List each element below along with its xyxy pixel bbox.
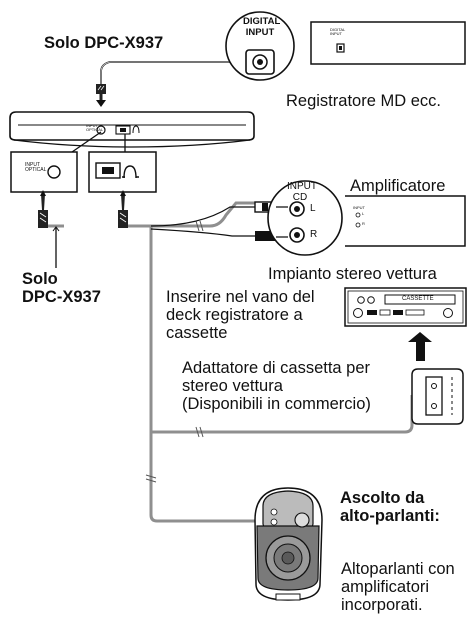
speaker-desc-line-1: Altoparlanti con: [341, 560, 455, 578]
insert-arrow: [408, 332, 432, 361]
adapter-line-3: (Disponibili in commercio): [182, 395, 371, 414]
plug-arrow-right: [120, 190, 126, 196]
cd-input-callout: [267, 180, 343, 256]
speaker-device: [254, 487, 323, 601]
speaker-desc-line-3: incorporati.: [341, 595, 423, 614]
channel-left-label: L: [310, 203, 316, 214]
player-jack-text: INPUT OPTICAL: [86, 124, 103, 132]
left-plug-cable: [48, 224, 64, 268]
adapter-line-2: stereo vettura: [182, 377, 283, 396]
speaker-description: Altoparlanti con amplificatori incorpora…: [341, 560, 455, 614]
md-panel-text: DIGITAL INPUT: [330, 27, 346, 37]
car-stereo-label: Impianto stereo vettura: [268, 265, 437, 283]
side-label-line-1: Solo: [22, 270, 58, 288]
cassette-slot-label: CASSETTE: [402, 296, 434, 302]
jack-detail-boxes: [10, 151, 157, 193]
mini-plugs: [38, 194, 128, 228]
speaker-title-line-1: Ascolto da: [340, 489, 425, 507]
digital-input-line-1: DIGITAL: [243, 16, 281, 27]
amplifier-device: [345, 195, 466, 247]
cd-input-line-1: INPUT: [287, 181, 317, 192]
header-model-label: Solo DPC-X937: [44, 34, 164, 52]
optical-box-line-1: INPUT: [25, 162, 40, 168]
optical-box-line-2: OPTICAL: [25, 167, 47, 173]
adapter-line-1: Adattatore di cassetta per: [182, 359, 371, 377]
speaker-title: Ascolto da alto-parlanti:: [340, 489, 440, 526]
md-panel-line-1: DIGITAL: [330, 27, 346, 32]
md-panel-line-2: INPUT: [330, 31, 342, 37]
speaker-title-line-2: alto-parlanti:: [340, 507, 440, 526]
amp-panel-r: R: [362, 221, 365, 226]
digital-input-callout: [225, 11, 295, 81]
player-jack-line-2: OPTICAL: [86, 127, 104, 132]
md-recorder-label: Registratore MD ecc.: [286, 92, 441, 110]
insert-line-3: cassette: [166, 324, 228, 343]
insert-line-1: Inserire nel vano del: [166, 288, 315, 306]
side-model-label: Solo DPC-X937: [22, 270, 101, 307]
digital-input-label: DIGITAL INPUT: [243, 16, 281, 38]
digital-input-line-2: INPUT: [245, 26, 275, 38]
rca-cables: [150, 201, 276, 241]
channel-right-label: R: [310, 229, 318, 240]
speaker-desc-line-2: amplificatori: [341, 577, 430, 596]
side-label-line-2: DPC-X937: [22, 288, 101, 307]
optical-box-text: INPUT OPTICAL: [25, 163, 46, 173]
car-stereo-device: [344, 287, 467, 327]
adapter-label: Adattatore di cassetta per stereo vettur…: [182, 359, 371, 413]
cassette-adapter: [411, 368, 464, 425]
amp-panel-l: L: [362, 211, 365, 216]
cd-input-label: INPUT CD: [287, 181, 317, 203]
optical-cable: [96, 61, 243, 107]
plug-arrow-left: [40, 190, 46, 196]
insert-line-2: deck registratore a: [166, 306, 303, 325]
player-jack-line-1: INPUT: [86, 123, 98, 128]
cd-input-line-2: CD: [292, 191, 308, 203]
insert-instruction: Inserire nel vano del deck registratore …: [166, 288, 315, 342]
cd-player: [9, 111, 255, 153]
cable-breaks: [145, 220, 204, 483]
amplifier-label: Amplificatore: [350, 177, 446, 195]
amp-panel-input: INPUT: [353, 205, 365, 210]
md-recorder-device: [310, 21, 466, 65]
cable-bus: [123, 201, 414, 523]
